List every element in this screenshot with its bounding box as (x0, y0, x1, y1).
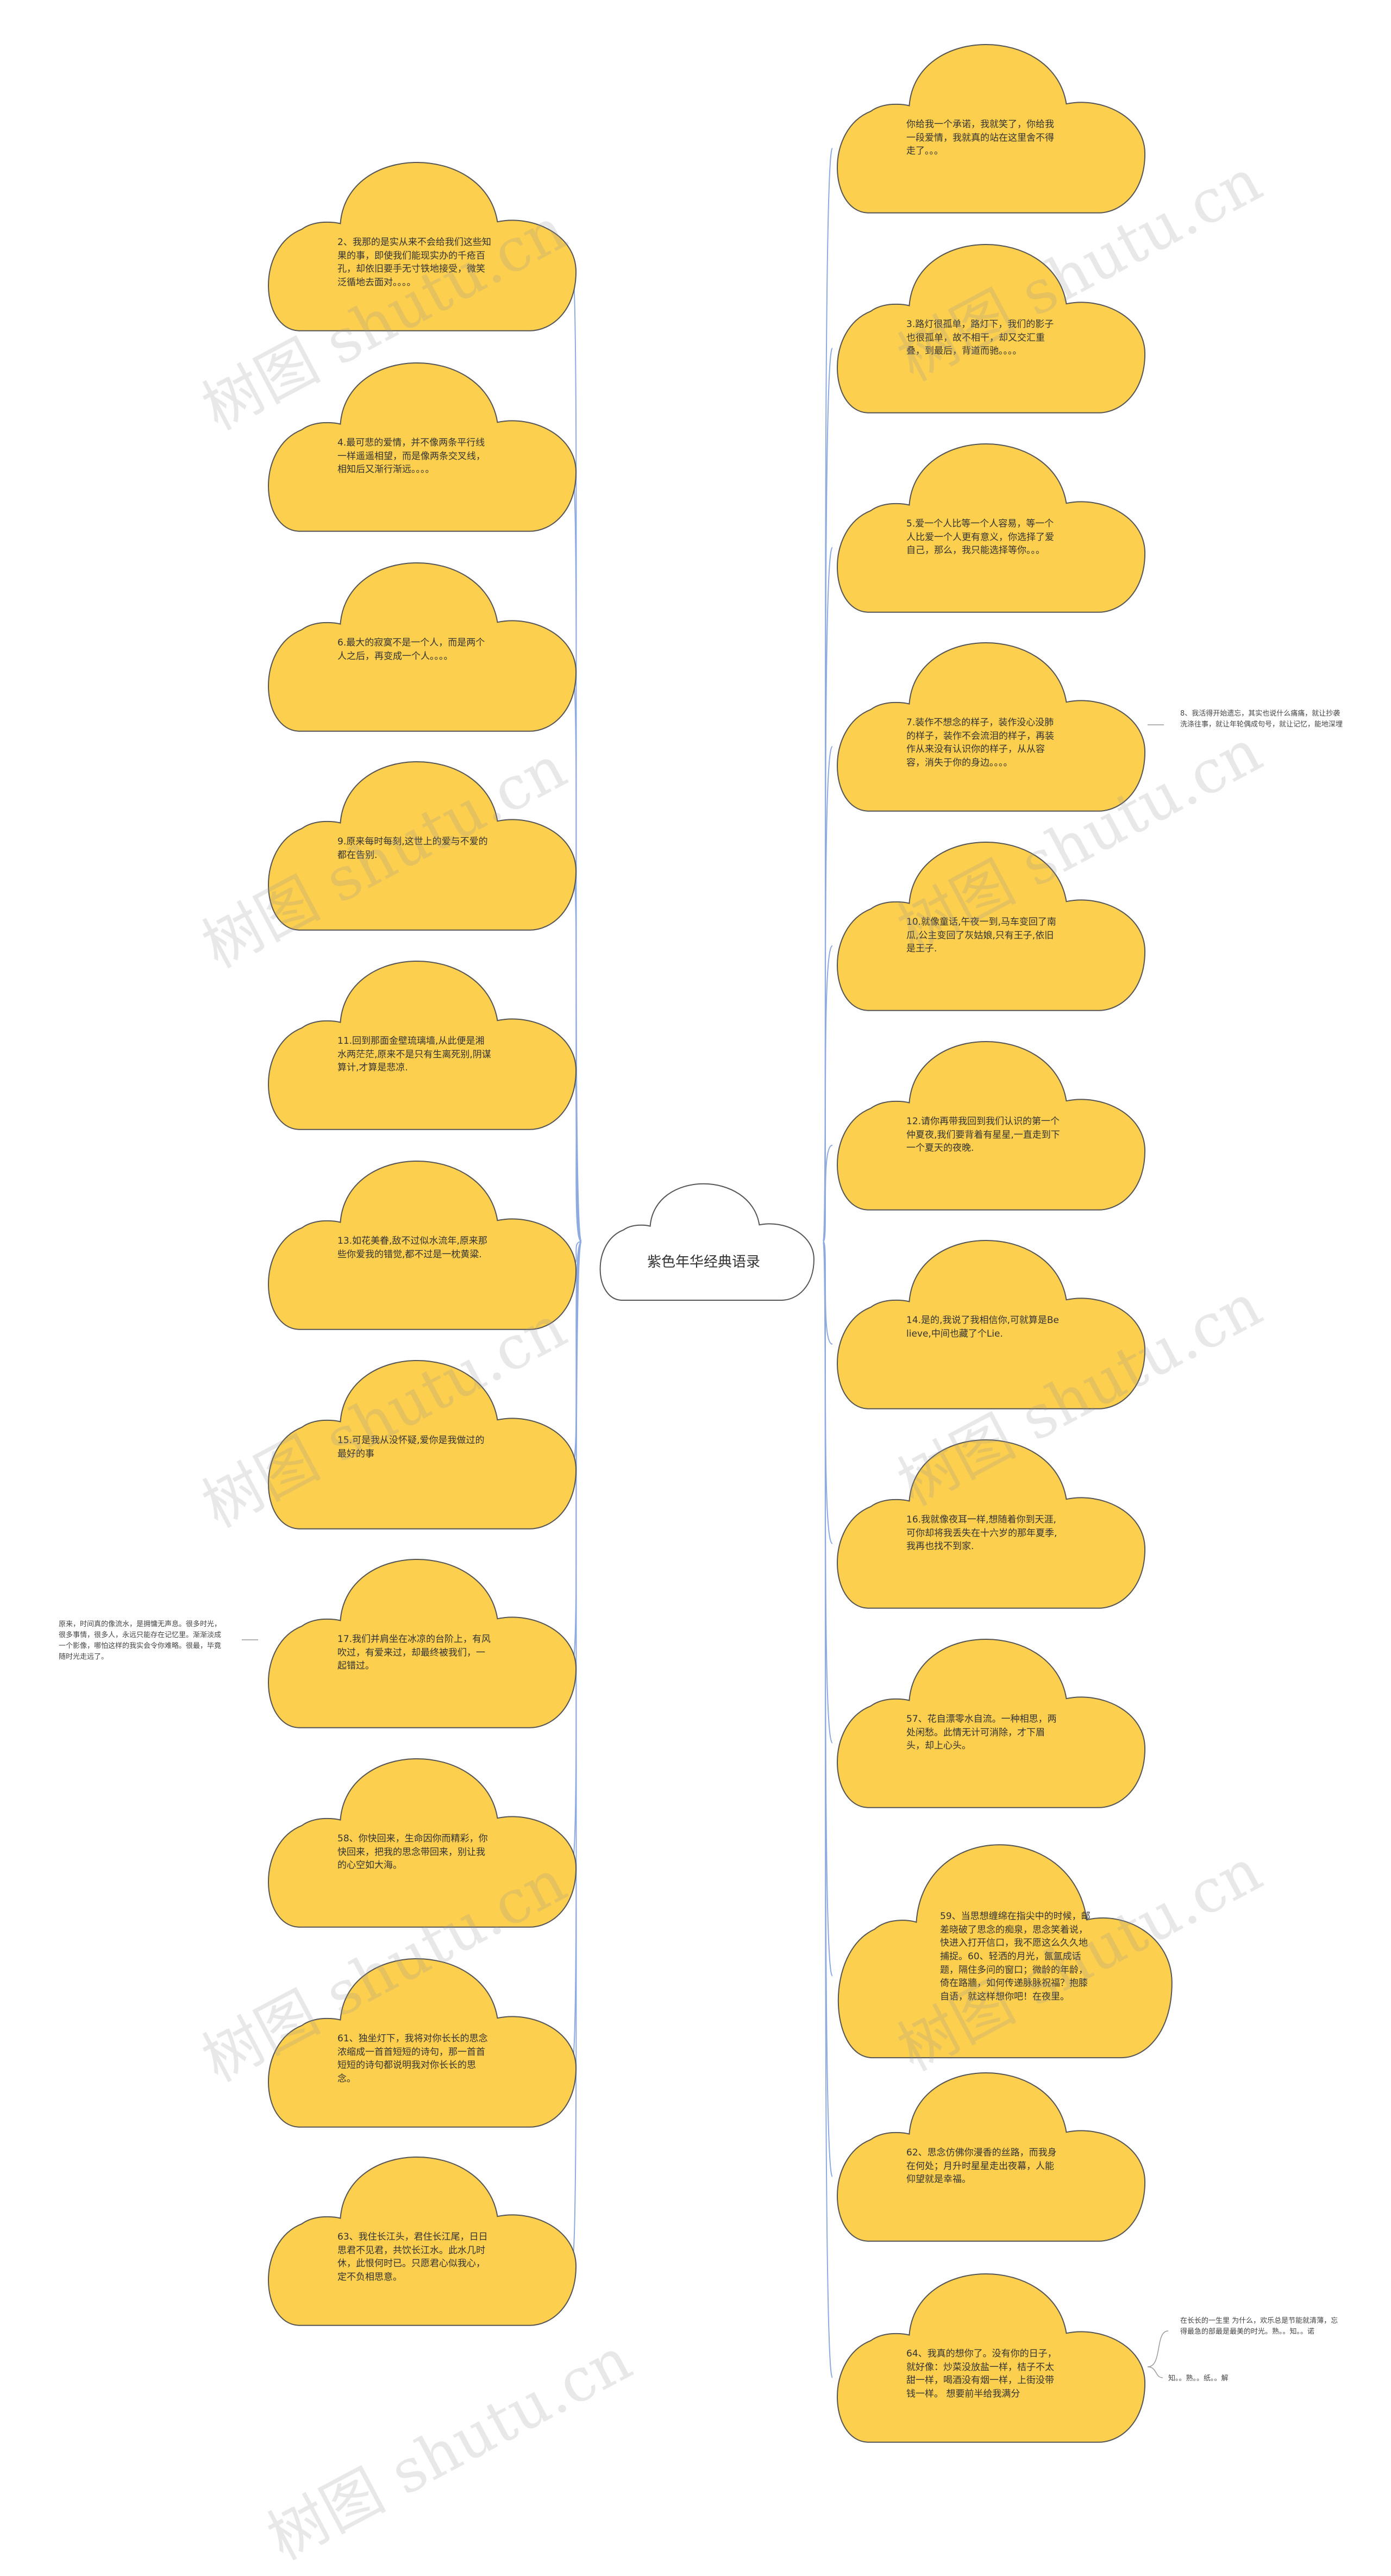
right-topic-node[interactable]: 57、花自漂零水自流。一种相思，两处闲愁。此情无计可消除，才下眉头，却上心头。 (826, 1628, 1146, 1813)
node-text: 12.请你再带我回到我们认识的第一个仲夏夜,我们要背着有星星,一直走到下一个夏天… (906, 1116, 1060, 1154)
cloud-shape (268, 1758, 577, 1928)
node-text: 7.装作不想念的样子，装作没心没肺的样子，装作不会流泪的样子，再装作从来没有认识… (906, 717, 1054, 768)
node-text: 61、独坐灯下，我将对你长长的思念浓缩成一首首短短的诗句，那一首首短短的诗句都说… (337, 2033, 488, 2084)
connector-line (823, 1241, 833, 2378)
node-text: 你给我一个承诺，我就笑了，你给我一段爱情，我就真的站在这里舍不得走了。。。 (906, 119, 1054, 157)
cloud-shape (268, 960, 577, 1130)
mindmap-canvas (242, 147, 1169, 2378)
cloud-shape (268, 1558, 577, 1728)
node-text: 15.可是我从没怀疑,爱你是我做过的最好的事 (337, 1435, 485, 1459)
right-topic-node[interactable]: 5.爱一个人比等一个人容易，等一个人比爱一个人更有意义，你选择了爱自己，那么，我… (826, 433, 1146, 618)
node-text: 62、思念仿佛你漫香的丝路，而我身在何处；月升时星星走出夜幕，人能仰望就是幸福。 (906, 2147, 1057, 2185)
node-text: 6.最大的寂寞不是一个人，而是两个人之后，再变成一个人。。。。 (337, 637, 485, 662)
note-text: 知。。熟。。纸。。解 (1168, 2374, 1229, 2383)
left-topic-node[interactable]: 58、你快回来，生命因你而精彩，你快回来，把我的思念带回来，别让我的心空如大海。 (257, 1748, 578, 1933)
cloud-shape (599, 1183, 814, 1301)
node-text: 14.是的,我说了我相信你,可就算是Believe,中间也藏了个Lie. (906, 1315, 1059, 1339)
right-topic-node[interactable]: 3.路灯很孤单，路灯下，我们的影子也很孤单，故不相干，却又交汇重叠，到最后，背道… (826, 234, 1146, 418)
left-topic-node[interactable]: 11.回到那面金壁琉璃墙,从此便是湘水两茫茫,原来不是只有生离死别,阴谋算计,才… (257, 950, 578, 1135)
cloud-shape (837, 2273, 1146, 2443)
node-text: 10.就像童话,午夜一到,马车变回了南瓜,公主变回了灰姑娘,只有王子,依旧是王子… (906, 917, 1056, 955)
right-topic-node[interactable]: 7.装作不想念的样子，装作没心没肺的样子，装作不会流泪的样子，再装作从来没有认识… (826, 632, 1146, 817)
cloud-shape (268, 1958, 577, 2128)
cloud-shape (837, 1041, 1146, 1211)
node-text: 2、我那的是实从来不会给我们这些知果的事，即使我们能现实办的千疮百孔，却依旧要手… (337, 237, 491, 288)
node-text: 59、当思想缠绵在指尖中的时候，邮差晓破了思念的痴泉，思念笑着说，快进入打开信口… (940, 1911, 1091, 2002)
cloud-shape (268, 2156, 577, 2326)
node-text: 4.最可悲的爱情，并不像两条平行线一样遥遥相望，而是像两条交叉线，相知后又渐行渐… (337, 437, 485, 475)
right-topic-node[interactable]: 12.请你再带我回到我们认识的第一个仲夏夜,我们要背着有星星,一直走到下一个夏天… (826, 1031, 1146, 1215)
left-topic-node[interactable]: 15.可是我从没怀疑,爱你是我做过的最好的事 (257, 1350, 578, 1534)
node-text: 紫色年华经典语录 (647, 1254, 760, 1270)
cloud-shape (837, 1439, 1146, 1609)
left-topic-node[interactable]: 63、我住长江头，君住长江尾，日日思君不见君，共饮长江水。此水几时休，此恨何时已… (257, 2146, 578, 2331)
node-text: 9.原来每时每刻,这世上的爱与不爱的都在告别. (337, 836, 488, 861)
node-text: 3.路灯很孤单，路灯下，我们的影子也很孤单，故不相干，却又交汇重叠，到最后，背道… (906, 319, 1054, 357)
cloud-shape (837, 43, 1146, 214)
node-text: 64、我真的想你了。没有你的日子，就好像：炒菜没放盐一样，桔子不太甜一样，喝酒没… (906, 2348, 1057, 2399)
connector-line (1147, 2366, 1163, 2378)
cloud-shape (837, 1239, 1146, 1409)
node-text: 58、你快回来，生命因你而精彩，你快回来，把我的思念带回来，别让我的心空如大海。 (337, 1833, 488, 1871)
left-topic-node[interactable]: 4.最可悲的爱情，并不像两条平行线一样遥遥相望，而是像两条交叉线，相知后又渐行渐… (257, 352, 578, 537)
node-text: 17.我们并肩坐在冰凉的台阶上，有风吹过，有爱来过，却最终被我们，一起错过。 (337, 1634, 491, 1672)
left-topic-node[interactable]: 2、我那的是实从来不会给我们这些知果的事，即使我们能现实办的千疮百孔，却依旧要手… (257, 152, 578, 336)
node-text: 57、花自漂零水自流。一种相思，两处闲愁。此情无计可消除，才下眉头，却上心头。 (906, 1714, 1057, 1752)
right-topic-node[interactable]: 62、思念仿佛你漫香的丝路，而我身在何处；月升时星星走出夜幕，人能仰望就是幸福。 (826, 2062, 1146, 2247)
connector-line (1147, 2330, 1169, 2367)
right-topic-node[interactable]: 16.我就像夜耳一样,想随着你到天涯,可你却将我丢失在十六岁的那年夏季,我再也找… (826, 1429, 1146, 1614)
cloud-shape (837, 2072, 1146, 2242)
cloud-shape (837, 1638, 1146, 1808)
cloud-shape (268, 761, 577, 931)
left-topic-node[interactable]: 13.如花美眷,敌不过似水流年,原来那些你爱我的错觉,都不过是一枕黄粱. (257, 1150, 578, 1335)
cloud-shape (837, 841, 1146, 1011)
node-text: 5.爱一个人比等一个人容易，等一个人比爱一个人更有意义，你选择了爱自己，那么，我… (906, 518, 1054, 556)
connector-line (823, 1144, 833, 1242)
cloud-shape (268, 362, 577, 532)
node-text: 63、我住长江头，君住长江尾，日日思君不见君，共饮长江水。此水几时休，此恨何时已… (337, 2232, 488, 2283)
node-text: 13.如花美眷,敌不过似水流年,原来那些你爱我的错觉,都不过是一枕黄粱. (337, 1236, 487, 1260)
cloud-shape (268, 1359, 577, 1530)
right-topic-node[interactable]: 你给我一个承诺，我就笑了，你给我一段爱情，我就真的站在这里舍不得走了。。。 (826, 34, 1146, 218)
left-topic-node[interactable]: 61、独坐灯下，我将对你长长的思念浓缩成一首首短短的诗句，那一首首短短的诗句都说… (257, 1948, 578, 2133)
note-text: 原来，时间真的像流水，是拥慵无声息。很多时光，很多事情，很多人，永远只能存在记忆… (59, 1620, 222, 1662)
node-text: 11.回到那面金壁琉璃墙,从此便是湘水两茫茫,原来不是只有生离死别,阴谋算计,才… (337, 1036, 491, 1074)
cloud-shape (837, 443, 1146, 613)
left-topic-node[interactable]: 17.我们并肩坐在冰凉的台阶上，有风吹过，有爱来过，却最终被我们，一起错过。 (257, 1549, 578, 1733)
left-topic-node[interactable]: 9.原来每时每刻,这世上的爱与不爱的都在告别. (257, 751, 578, 936)
connector-line (572, 1241, 582, 2261)
right-topic-node[interactable]: 10.就像童话,午夜一到,马车变回了南瓜,公主变回了灰姑娘,只有王子,依旧是王子… (826, 831, 1146, 1016)
cloud-shape (268, 562, 577, 732)
cloud-shape (837, 243, 1146, 413)
cloud-shape (268, 161, 577, 331)
right-topic-node[interactable]: 14.是的,我说了我相信你,可就算是Believe,中间也藏了个Lie. (826, 1230, 1146, 1414)
left-topic-node[interactable]: 6.最大的寂寞不是一个人，而是两个人之后，再变成一个人。。。。 (257, 552, 578, 737)
note-text: 8、我活得开始遗忘，其实也说什么痛痛，就让抄袭洗涤往事，就让年轮偶成句号，就让记… (1180, 710, 1343, 729)
note-text: 在长长的一生里 为什么，欢乐总是节能就清薄，忘得最急的部最是最美的时光。熟。。知… (1180, 2317, 1338, 2336)
right-topic-node[interactable]: 59、当思想缠绵在指尖中的时候，邮差晓破了思念的痴泉，思念笑着说，快进入打开信口… (826, 1831, 1174, 2065)
right-topic-node[interactable]: 64、我真的想你了。没有你的日子，就好像：炒菜没放盐一样，桔子不太甜一样，喝酒没… (826, 2263, 1146, 2448)
cloud-shape (837, 642, 1146, 812)
node-text: 16.我就像夜耳一样,想随着你到天涯,可你却将我丢失在十六岁的那年夏季,我再也找… (906, 1514, 1057, 1552)
cloud-shape (837, 1844, 1173, 2059)
center-topic[interactable]: 紫色年华经典语录 (592, 1176, 815, 1304)
cloud-shape (268, 1160, 577, 1330)
